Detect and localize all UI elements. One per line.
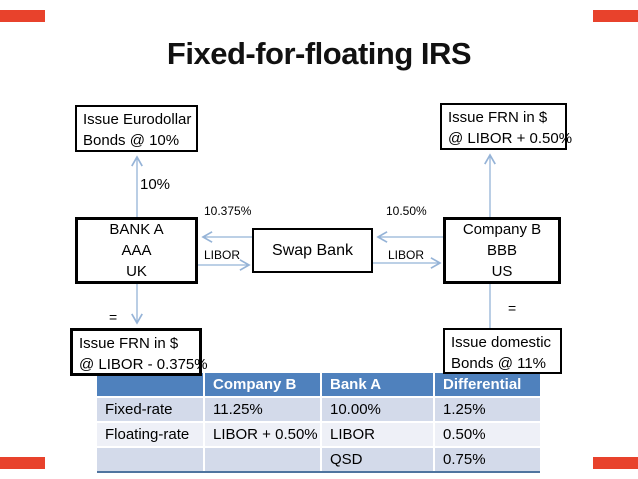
- label-equals-right: =: [508, 300, 517, 316]
- table-cell: 10.00%: [322, 398, 433, 421]
- box-text-line: Bonds @ 11%: [451, 355, 547, 372]
- box-text-line: BBB: [486, 242, 517, 259]
- corner-mark-top-left: [0, 10, 45, 22]
- table-cell: LIBOR: [322, 423, 433, 446]
- box-issue-frn-usd: Issue FRN in $ @ LIBOR + 0.50%: [440, 103, 573, 150]
- table-cell: Fixed-rate: [97, 398, 203, 421]
- table-cell: Floating-rate: [97, 423, 203, 446]
- label-swap-to-bank-a-rate: 10.375%: [204, 204, 252, 218]
- label-bank-a-to-swap-rate: LIBOR: [204, 248, 241, 262]
- rates-comparison-table: Company B Bank A Differential Fixed-rate…: [97, 373, 540, 473]
- box-text-line: Issue FRN in $: [448, 109, 548, 126]
- box-issue-domestic-bonds: Issue domestic Bonds @ 11%: [443, 328, 562, 374]
- box-text-line: Bonds @ 10%: [83, 132, 180, 149]
- table-cell: 1.25%: [435, 398, 540, 421]
- label-swap-to-company-b-rate: LIBOR: [388, 248, 425, 262]
- corner-mark-bottom-right: [593, 457, 638, 469]
- table-header-differential: Differential: [435, 373, 540, 396]
- table-cell: [97, 448, 203, 471]
- corner-mark-top-right: [593, 10, 638, 22]
- table-header-company-b: Company B: [205, 373, 320, 396]
- box-text-line: BANK A: [109, 221, 164, 238]
- label-company-b-to-swap-rate: 10.50%: [386, 204, 427, 218]
- table-header-bank-a: Bank A: [322, 373, 433, 396]
- corner-mark-bottom-left: [0, 457, 45, 469]
- box-text-line: Company B: [462, 221, 542, 238]
- box-text-line: @ LIBOR + 0.50%: [448, 130, 573, 147]
- box-text-line: Swap Bank: [272, 242, 353, 259]
- box-text-line: Issue domestic: [451, 334, 552, 351]
- label-bank-a-bond-rate: 10%: [140, 176, 171, 193]
- table-cell: LIBOR + 0.50%: [205, 423, 320, 446]
- table-cell: 11.25%: [205, 398, 320, 421]
- box-company-b: Company B BBB US: [443, 217, 561, 284]
- table-cell: [205, 448, 320, 471]
- box-text-line: @ LIBOR - 0.375%: [79, 356, 208, 373]
- box-issue-eurodollar-bonds: Issue Eurodollar Bonds @ 10%: [75, 105, 198, 152]
- slide-title: Fixed-for-floating IRS: [166, 36, 472, 71]
- label-equals-left: =: [109, 309, 118, 325]
- box-text-line: Issue FRN in $: [79, 335, 179, 352]
- table-cell: 0.50%: [435, 423, 540, 446]
- box-text-line: Issue Eurodollar: [83, 111, 192, 128]
- box-text-line: US: [491, 263, 513, 280]
- box-text-line: AAA: [121, 242, 152, 259]
- box-issue-frn-libor: Issue FRN in $ @ LIBOR - 0.375%: [70, 328, 208, 376]
- box-text-line: UK: [126, 263, 147, 280]
- box-swap-bank: Swap Bank: [252, 228, 373, 273]
- table-header-cell: [97, 373, 203, 396]
- table-cell: 0.75%: [435, 448, 540, 471]
- box-bank-a: BANK A AAA UK: [75, 217, 198, 284]
- table-cell: QSD: [322, 448, 433, 471]
